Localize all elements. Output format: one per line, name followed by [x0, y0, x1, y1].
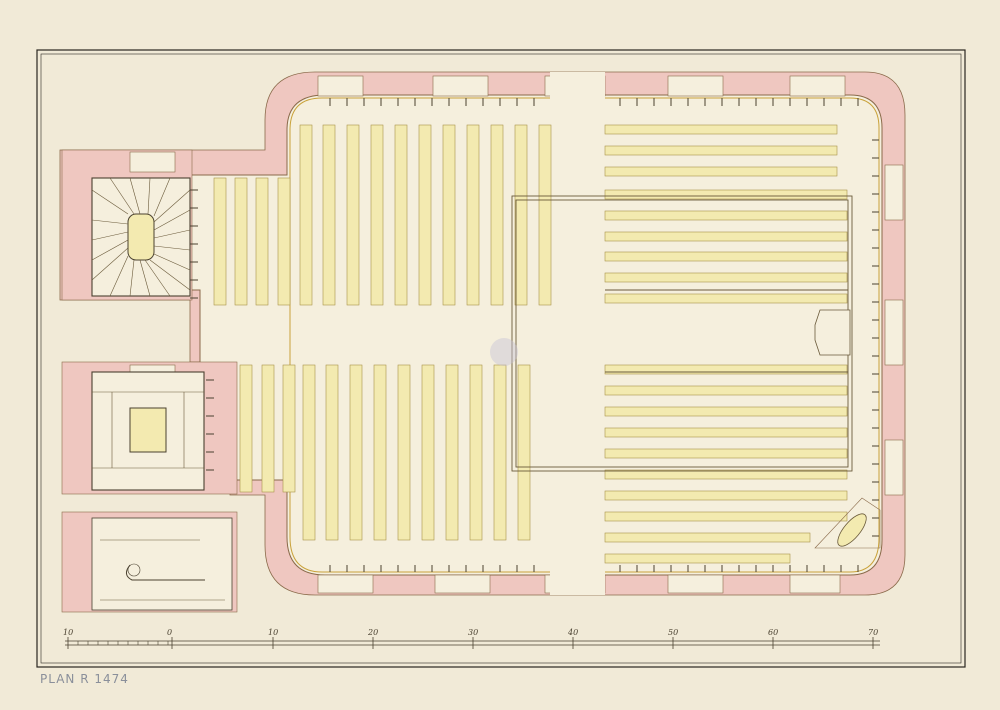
central-aisle — [550, 72, 605, 595]
pew — [604, 469, 848, 480]
pew — [282, 364, 296, 493]
pew — [421, 364, 435, 541]
staircase-upper — [91, 177, 191, 297]
pew — [604, 511, 848, 522]
pew — [239, 364, 253, 493]
pew — [261, 364, 275, 493]
pew — [517, 364, 531, 541]
pew — [604, 145, 838, 156]
pew — [604, 231, 848, 242]
pew — [397, 364, 411, 541]
scale-label: 30 — [468, 628, 478, 637]
pew — [299, 124, 313, 306]
pews-right-upper-block — [604, 124, 848, 304]
pew — [604, 490, 848, 501]
pew — [213, 177, 227, 306]
pew — [442, 124, 456, 306]
pew — [604, 448, 848, 459]
scale-bar-ticks: 10 0 10 20 30 40 50 60 70 — [63, 628, 878, 649]
pew — [604, 251, 848, 262]
pew — [604, 532, 811, 543]
pew — [277, 177, 291, 306]
pew — [604, 166, 838, 177]
staircase-lower — [100, 539, 225, 601]
pew — [604, 293, 848, 304]
pews-left-lower-block — [239, 364, 531, 541]
pew — [604, 427, 848, 438]
pew — [514, 124, 528, 306]
pew — [604, 364, 848, 375]
pews-left-upper-block — [213, 124, 552, 306]
gallery-outline — [511, 195, 853, 472]
scale-bar — [65, 640, 880, 646]
pew — [490, 124, 504, 306]
pew — [466, 124, 480, 306]
pew — [604, 124, 838, 135]
scale-label: 70 — [868, 628, 878, 637]
pew — [322, 124, 336, 306]
plan-reference-label: PLAN R 1474 — [40, 672, 129, 686]
pew — [373, 364, 387, 541]
pew — [469, 364, 483, 541]
pulpit — [814, 309, 851, 356]
scale-label: 40 — [567, 628, 578, 637]
pew — [604, 272, 848, 283]
pew — [370, 124, 384, 306]
pew — [302, 364, 316, 541]
pew — [255, 177, 269, 306]
pew — [604, 406, 848, 417]
pew — [493, 364, 507, 541]
pew — [604, 553, 791, 564]
pew — [445, 364, 459, 541]
scale-label: 10 — [63, 628, 73, 637]
pew — [604, 385, 848, 396]
archive-stamp — [490, 338, 518, 366]
pew — [346, 124, 360, 306]
pew — [394, 124, 408, 306]
scale-label: 60 — [768, 628, 778, 637]
pew — [325, 364, 339, 541]
border-frame — [36, 49, 966, 668]
pew — [538, 124, 552, 306]
scale-label: 10 — [268, 628, 278, 637]
baptismal-font — [837, 513, 867, 547]
pew — [234, 177, 248, 306]
scale-label: 50 — [668, 628, 678, 637]
scale-label: 0 — [167, 628, 172, 637]
wall-bench-ticks — [190, 98, 879, 572]
scale-label: 20 — [367, 628, 378, 637]
pews-right-lower-block — [604, 364, 848, 564]
pew — [604, 210, 848, 221]
pew — [418, 124, 432, 306]
staircase-middle — [91, 371, 205, 491]
pew — [604, 189, 848, 200]
pew — [349, 364, 363, 541]
